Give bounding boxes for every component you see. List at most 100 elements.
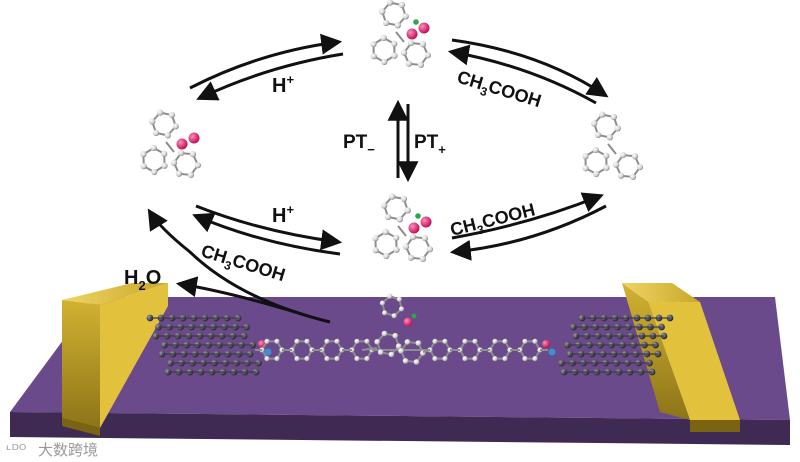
carbon-atom <box>188 172 194 178</box>
carbon-atom <box>195 162 201 168</box>
carbon-atom <box>401 196 407 202</box>
carbon-atom <box>151 145 157 151</box>
carbon-atom <box>399 306 404 311</box>
carbon-atom <box>141 163 147 169</box>
carbon-atom <box>432 356 437 361</box>
carbon-atom <box>442 339 447 344</box>
carbon-atom <box>502 356 507 361</box>
carbon-atom <box>364 356 369 361</box>
carbon-atom <box>637 164 643 170</box>
carbon-atom <box>630 174 636 180</box>
molecule-middle <box>372 194 433 263</box>
carbon-atom <box>620 152 626 158</box>
carbon-atom <box>151 169 157 175</box>
oxygen-atom <box>421 217 432 228</box>
carbon-atom <box>462 339 467 344</box>
carbon-atom <box>399 2 405 8</box>
carbon-atom <box>593 171 599 177</box>
carbon-atom <box>395 22 401 28</box>
carbon-atom <box>414 359 420 365</box>
carbon-atom <box>274 339 279 344</box>
carbon-atom <box>161 151 167 157</box>
carbon-atom <box>393 235 399 241</box>
carbon-atom <box>442 356 447 361</box>
label-pt-minus: PT− <box>343 132 375 157</box>
carbon-atom <box>427 246 433 252</box>
carbon-atom <box>613 162 619 168</box>
hydrogen-atom <box>413 19 419 25</box>
carbon-atom <box>611 114 617 120</box>
carbon-atom <box>381 35 387 41</box>
carbon-atom <box>324 339 329 344</box>
carbon-atom <box>364 339 369 344</box>
nitrogen-atom <box>549 349 556 356</box>
carbon-atom <box>389 352 395 358</box>
carbon-atom <box>397 297 402 302</box>
carbon-atom <box>405 207 411 213</box>
carbon-atom <box>403 13 409 19</box>
carbon-atom <box>153 130 159 136</box>
carbon-atom <box>381 202 387 208</box>
carbon-atom <box>425 52 431 58</box>
carbon-atom <box>161 163 167 169</box>
carbon-atom <box>354 339 359 344</box>
carbon-atom <box>324 356 329 361</box>
oxygen-atom <box>407 29 418 40</box>
carbon-atom <box>334 339 339 344</box>
carbon-atom <box>389 194 395 200</box>
label-h-plus-mid: H+ <box>272 202 294 227</box>
label-pt-plus: PT+ <box>414 132 446 157</box>
oxygen-atom <box>177 139 188 150</box>
oxygen-atom <box>404 318 413 327</box>
carbon-atom <box>398 348 404 354</box>
watermark-text: 大数跨境 <box>38 441 98 459</box>
molecule-top <box>370 0 431 68</box>
carbon-atom <box>169 112 175 118</box>
carbon-atom <box>532 356 537 361</box>
carbon-atom <box>582 153 588 159</box>
carbon-atom <box>304 339 309 344</box>
carbon-atom <box>304 356 309 361</box>
watermark: ᶫᴰᴼ 大数跨境 <box>6 441 98 459</box>
carbon-atom <box>381 59 387 65</box>
carbon-atom <box>383 20 389 26</box>
carbon-atom <box>593 147 599 153</box>
carbon-atom <box>383 253 389 259</box>
carbon-atom <box>492 356 497 361</box>
carbon-atom <box>294 339 299 344</box>
hydrogen-atom <box>412 314 417 319</box>
reaction-arrows <box>150 40 606 322</box>
carbon-atom <box>392 313 397 318</box>
carbon-atom <box>264 356 269 361</box>
carbon-atom <box>583 165 589 171</box>
carbon-atom <box>591 120 597 126</box>
carbon-atom <box>410 234 416 240</box>
carbon-atom <box>391 41 397 47</box>
oxygen-atom <box>419 23 430 34</box>
carbon-atom <box>502 339 507 344</box>
carbon-atom <box>422 235 428 241</box>
carbon-atom <box>607 134 613 140</box>
carbon-atom <box>418 62 424 68</box>
carbon-atom <box>294 356 299 361</box>
carbon-atom <box>373 247 379 253</box>
carbon-atom <box>374 339 380 345</box>
carbon-atom <box>522 356 527 361</box>
hydrogen-atom <box>415 213 421 219</box>
molecule-left <box>140 110 201 179</box>
carbon-atom <box>405 339 411 345</box>
molecule-right <box>582 112 643 181</box>
carbon-atom <box>397 216 403 222</box>
carbon-atom <box>391 53 397 59</box>
carbon-atom <box>618 173 624 179</box>
carbon-atom <box>334 356 339 361</box>
carbon-atom <box>382 310 387 315</box>
carbon-atom <box>492 339 497 344</box>
carbon-atom <box>522 339 527 344</box>
oxygen-atom <box>409 223 420 234</box>
label-h-plus-top: H+ <box>272 72 294 97</box>
carbon-atom <box>393 247 399 253</box>
carbon-atom <box>603 153 609 159</box>
carbon-atom <box>603 165 609 171</box>
